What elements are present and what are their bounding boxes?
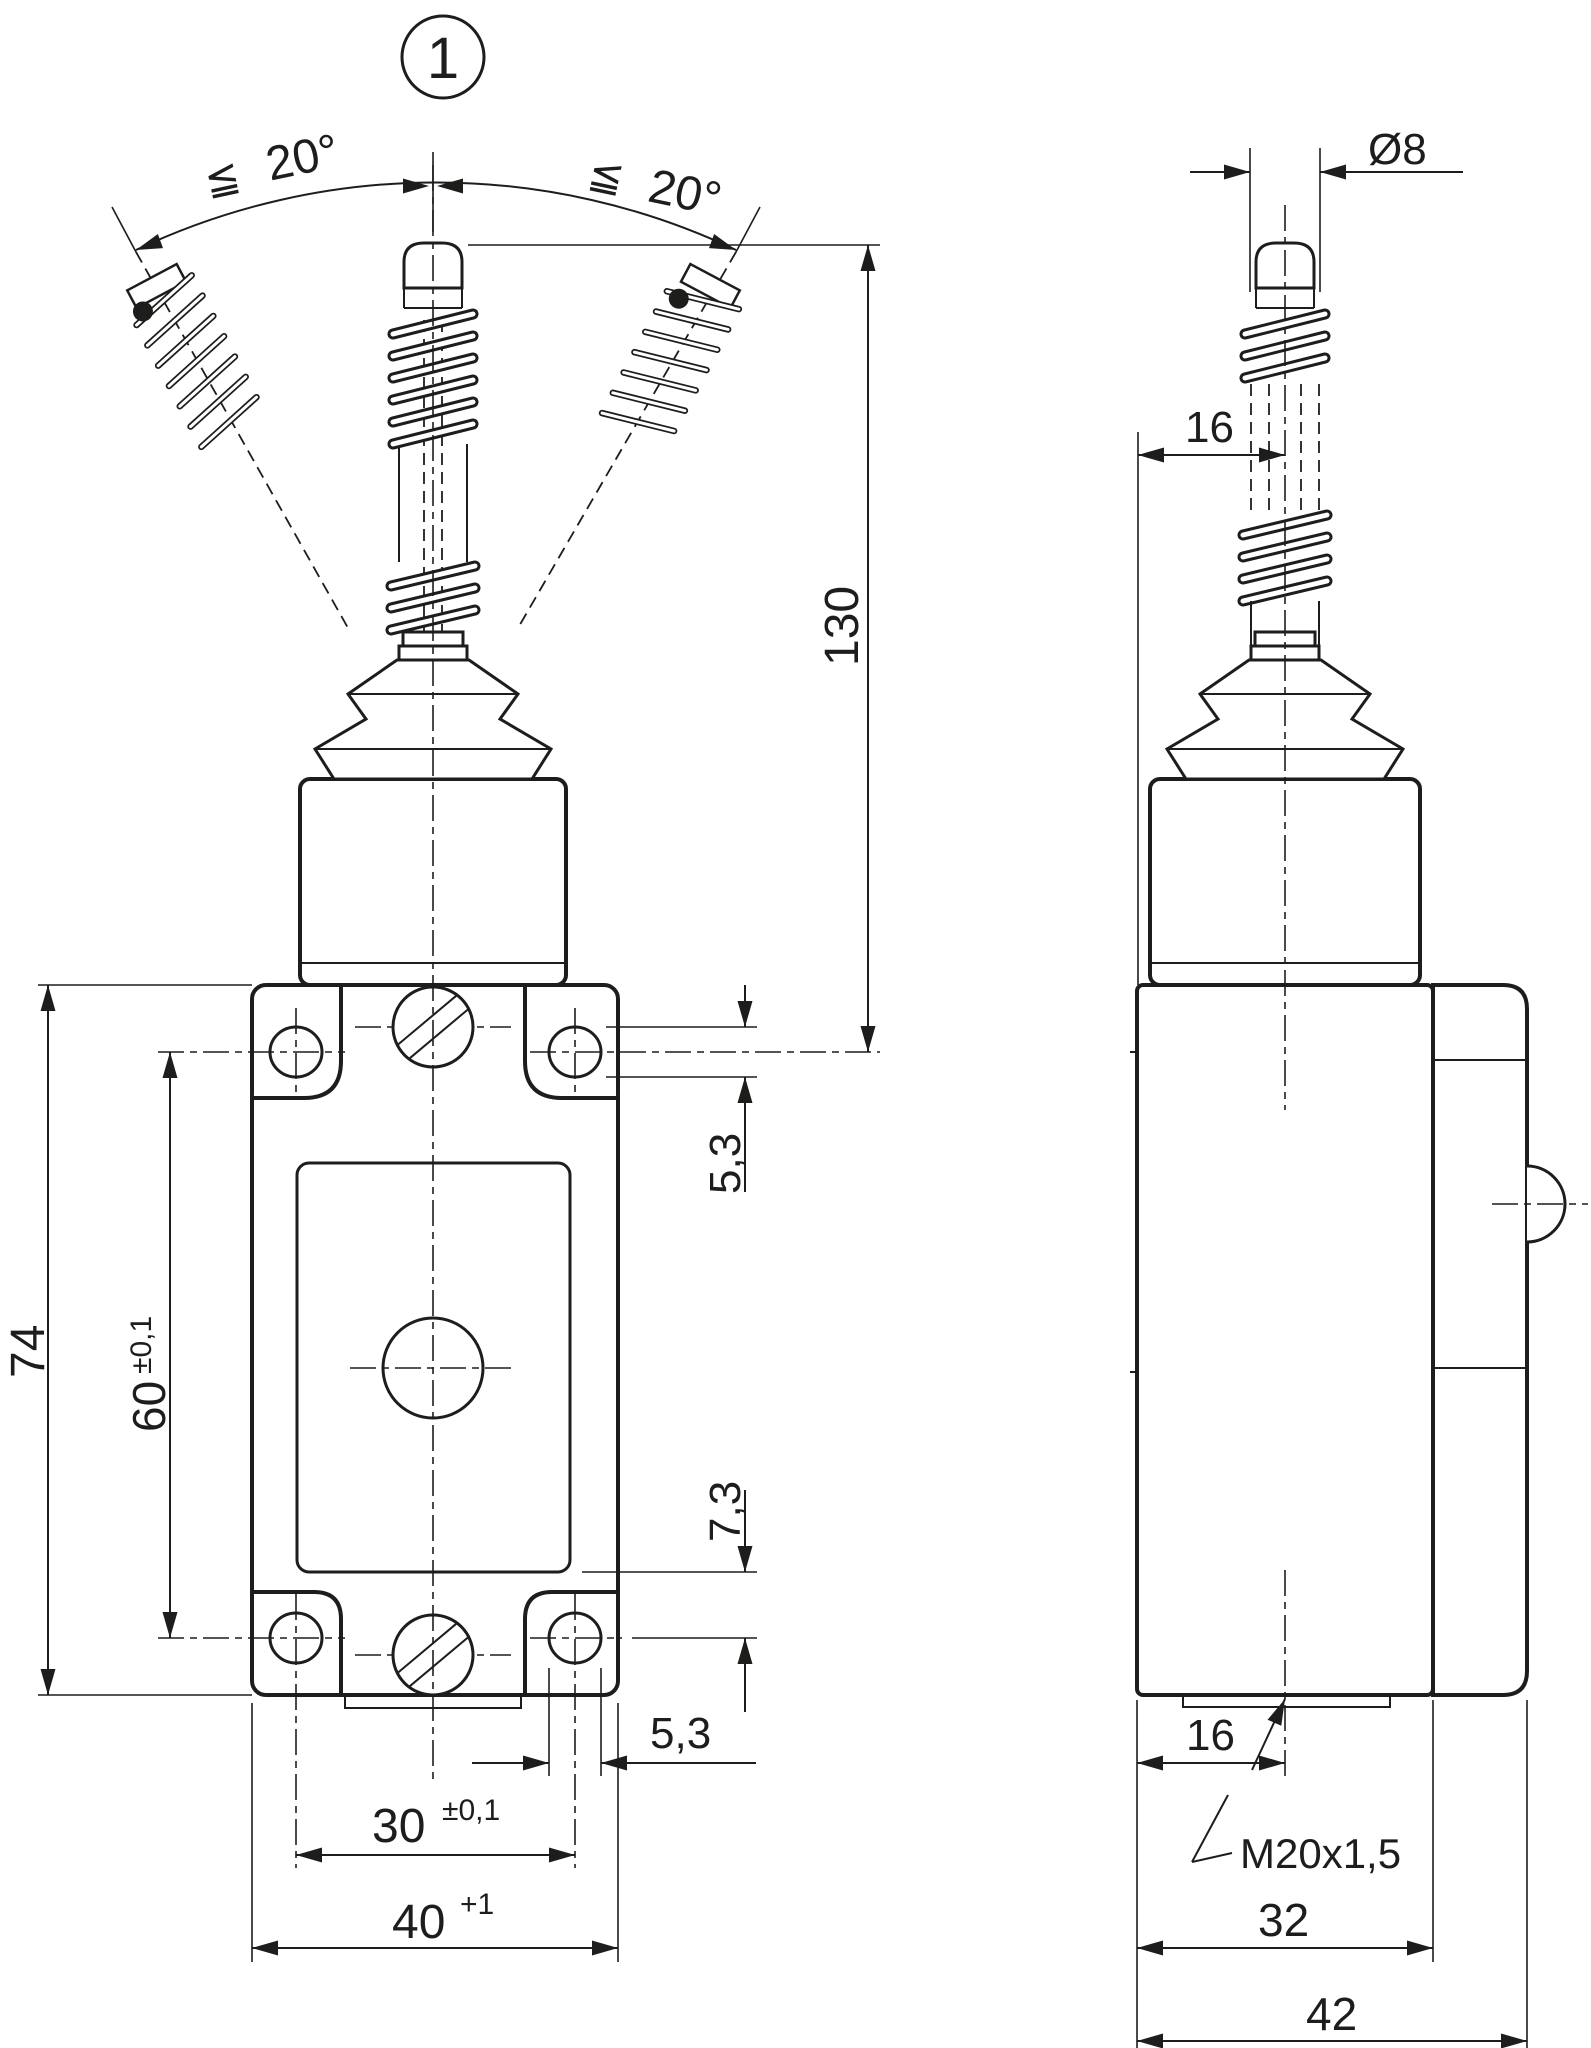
cable-entry-recess [1182, 1695, 1391, 1708]
label-40-tol: +1 [460, 1888, 494, 1921]
angle-label-right: ≦ 20° [584, 149, 726, 227]
label-thread: M20x1,5 [1240, 1830, 1401, 1877]
label-5-3-bottom: 5,3 [650, 1709, 711, 1758]
dim-32 [1137, 1700, 1434, 1962]
dim-angle-arc [133, 152, 739, 258]
label-dia8: Ø8 [1368, 125, 1427, 174]
dim-5-3-bottom [472, 1668, 756, 1776]
thread-leader [1191, 1695, 1292, 1863]
label-74: 74 [2, 1325, 55, 1378]
body-cover-side [1431, 983, 1529, 1697]
svg-text:130: 130 [816, 586, 869, 666]
dimensions [38, 14, 1528, 2048]
label-130: 130 [816, 586, 869, 666]
labels: 1 ≦ 20° ≦ 20° 130 74 60 ±0,1 5,3 7,3 5,3… [2, 26, 1427, 2040]
label-42: 42 [1306, 1988, 1357, 2040]
callout-1-label: 1 [427, 26, 459, 91]
dim-42 [1137, 1700, 1528, 2048]
svg-text:60: 60 [123, 1381, 175, 1432]
callout-1-balloon [400, 14, 486, 100]
dim-130 [468, 244, 880, 1052]
svg-text:≦: ≦ [200, 152, 244, 205]
front-view [111, 165, 880, 1868]
angle-label-left: ≦ 20° [200, 125, 343, 205]
label-60: 60 ±0,1 [123, 1316, 175, 1432]
svg-text:5,3: 5,3 [701, 1133, 750, 1194]
svg-text:20°: 20° [261, 125, 343, 192]
dim-30 [296, 1847, 575, 1863]
svg-text:±0,1: ±0,1 [125, 1316, 158, 1374]
label-30: 30 [372, 1800, 425, 1853]
dim-16-top [1137, 432, 1285, 985]
dim-7-3 [582, 1490, 757, 1712]
dim-74 [38, 984, 252, 1696]
label-32: 32 [1258, 1894, 1309, 1946]
svg-text:≦: ≦ [584, 149, 628, 202]
angle-symbol [1191, 1794, 1233, 1863]
label-16-top: 16 [1185, 403, 1234, 452]
dim-dia8 [1190, 148, 1463, 292]
label-30-tol: ±0,1 [442, 1794, 500, 1827]
ghost-spring-left [125, 262, 260, 451]
label-7-3: 7,3 [701, 1481, 750, 1542]
dim-5-3-top [606, 985, 757, 1192]
svg-text:74: 74 [2, 1325, 55, 1378]
label-16-bottom: 16 [1186, 1711, 1235, 1760]
ghost-spring-right [598, 262, 743, 435]
center-lines-front [158, 165, 880, 1868]
side-view [1130, 205, 1588, 1782]
svg-text:20°: 20° [644, 160, 726, 227]
dim-16-bottom [1136, 1700, 1285, 2048]
dim-40 [251, 1703, 619, 1962]
label-40: 40 [392, 1896, 445, 1949]
center-lines-side [1284, 205, 1588, 1782]
dim-60 [162, 1052, 178, 1638]
mounting-holes [268, 1025, 603, 1665]
svg-text:7,3: 7,3 [701, 1481, 750, 1542]
label-5-3-top: 5,3 [701, 1133, 750, 1194]
